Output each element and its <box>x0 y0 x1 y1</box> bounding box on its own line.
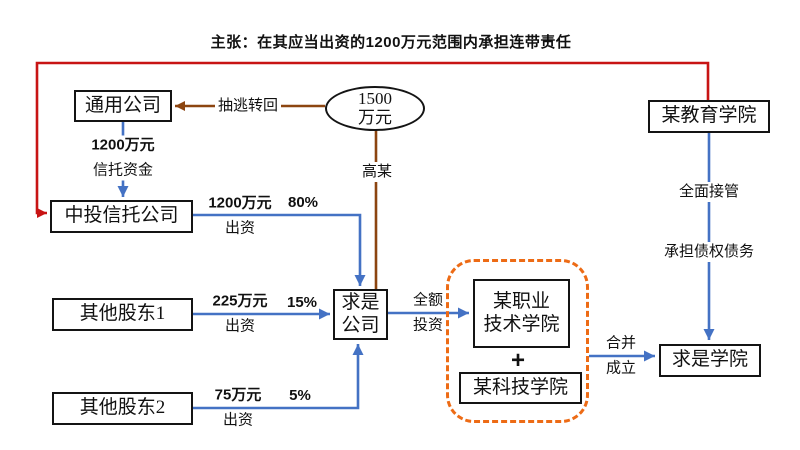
label-trust-fund-amount: 1200万元 <box>91 136 155 154</box>
label-pct-5: 5% <box>289 387 311 404</box>
label-invest-1200-amount: 1200万元 <box>208 194 272 212</box>
box-tongyong-label: 通用公司 <box>84 94 161 116</box>
label-invest-1200: 1200万元 出资 <box>208 195 271 238</box>
plus-sign: + <box>510 347 526 374</box>
label-merge-establish-line1: 合并 <box>605 335 637 352</box>
box-other-shareholder-2: 其他股东2 <box>52 392 193 425</box>
box-zhongtou-trust: 中投信托公司 <box>50 200 193 233</box>
label-pct-80: 80% <box>287 194 319 211</box>
label-invest-225-amount: 225万元 <box>212 292 268 310</box>
ellipse-1500wan-line2: 万元 <box>358 107 392 127</box>
box-vocational-college-line2: 技术学院 <box>483 313 560 335</box>
label-full-investment: 全额 投资 <box>413 292 443 335</box>
box-vocational-college: 某职业 技术学院 <box>473 279 570 348</box>
invest-5-arrow <box>193 344 364 410</box>
label-invest-75-text: 出资 <box>222 412 253 429</box>
claim-arrow <box>35 61 710 218</box>
label-invest-225: 225万元 出资 <box>212 293 267 336</box>
box-technology-college: 某科技学院 <box>459 372 582 404</box>
box-qiushi-company: 求是 公司 <box>333 289 388 340</box>
label-trust-fund: 1200万元 信托资金 <box>88 135 158 181</box>
merge-group-frame <box>446 259 589 423</box>
box-zhongtou-trust-label: 中投信托公司 <box>64 205 179 227</box>
ellipse-1500wan: 1500 万元 <box>325 86 425 131</box>
label-merge-establish-line2: 成立 <box>605 360 637 377</box>
box-other-shareholder-2-label: 其他股东2 <box>79 397 166 419</box>
label-full-investment-line1: 全额 <box>412 292 444 309</box>
label-full-takeover: 全面接管 <box>675 182 743 202</box>
ellipse-1500wan-line1: 1500 <box>358 88 392 108</box>
label-pct-15: 15% <box>286 294 318 311</box>
label-full-investment-line2: 投资 <box>412 317 444 334</box>
box-qiushi-college-label: 求是学院 <box>671 349 748 371</box>
label-invest-225-text: 出资 <box>224 318 255 335</box>
box-other-shareholder-1-label: 其他股东1 <box>79 303 166 325</box>
box-other-shareholder-1: 其他股东1 <box>52 298 193 331</box>
box-vocational-college-line1: 某职业 <box>492 291 550 313</box>
box-qiushi-company-line2: 公司 <box>341 314 380 336</box>
box-education-college: 某教育学院 <box>648 100 770 133</box>
label-invest-75: 75万元 出资 <box>215 387 262 430</box>
label-gaomou: 高某 <box>358 162 396 182</box>
box-technology-college-label: 某科技学院 <box>472 376 568 398</box>
label-invest-75-amount: 75万元 <box>214 386 262 404</box>
invest-80-arrow <box>193 213 366 286</box>
box-tongyong-company: 通用公司 <box>74 90 172 122</box>
box-education-college-label: 某教育学院 <box>661 105 757 127</box>
box-qiushi-company-line1: 求是 <box>341 292 380 314</box>
label-invest-1200-text: 出资 <box>224 220 255 237</box>
label-assume-debts: 承担债权债务 <box>660 242 758 262</box>
label-merge-establish: 合并 成立 <box>606 335 636 378</box>
claim-title: 主张：在其应当出资的1200万元范围内承担连带责任 <box>210 34 572 51</box>
label-trust-fund-text: 信托资金 <box>92 162 153 179</box>
box-qiushi-college: 求是学院 <box>659 344 761 377</box>
label-withdraw-transfer: 抽逃转回 <box>214 96 282 116</box>
